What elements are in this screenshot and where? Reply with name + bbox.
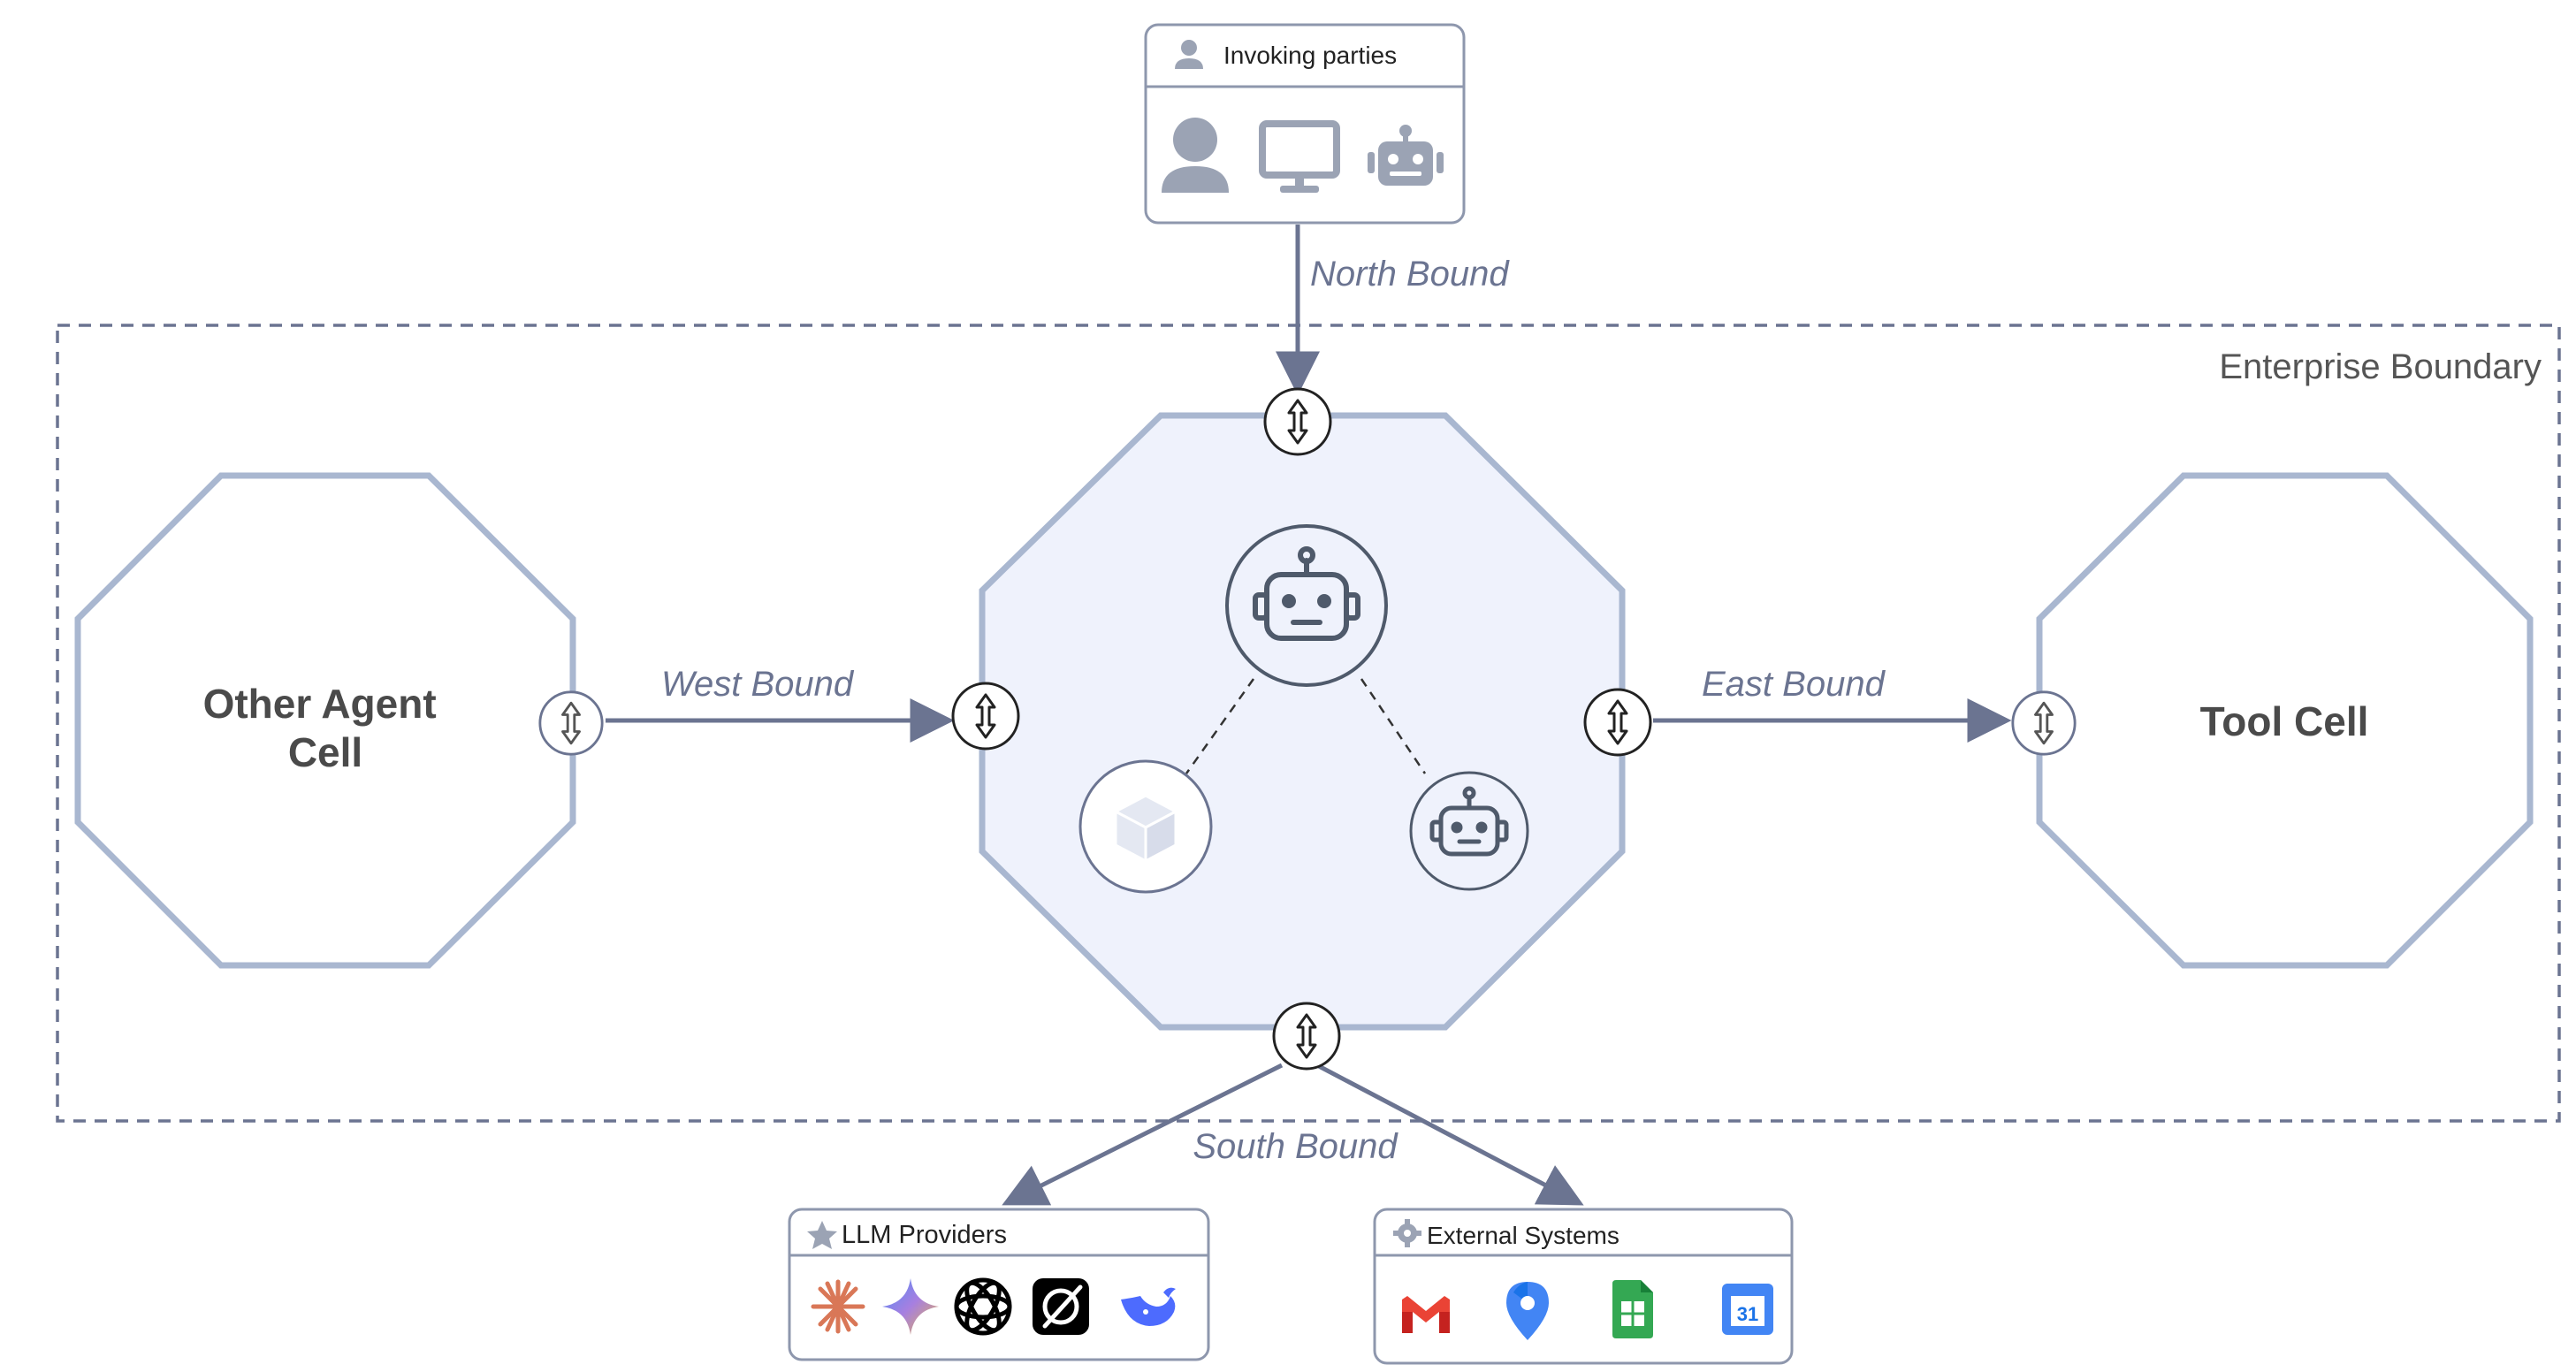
monitor-icon bbox=[1259, 120, 1340, 193]
robot-icon bbox=[1368, 125, 1444, 186]
enterprise-boundary bbox=[56, 324, 2561, 1123]
main-agent-node[interactable] bbox=[1225, 524, 1388, 687]
grok-logo bbox=[1033, 1278, 1089, 1335]
llm-providers-box[interactable]: LLM Providers bbox=[788, 1208, 1210, 1361]
port-tool-cell[interactable] bbox=[2011, 690, 2077, 756]
invoking-parties-box[interactable]: Invoking parties bbox=[1144, 23, 1466, 225]
south-bound-label: South Bound bbox=[1193, 1127, 1399, 1166]
port-south[interactable] bbox=[1272, 1002, 1341, 1071]
port-center-east[interactable] bbox=[1583, 688, 1652, 757]
sub-agent-node[interactable] bbox=[1409, 771, 1529, 891]
anthropic-logo bbox=[811, 1279, 865, 1334]
connector-right bbox=[1360, 678, 1427, 774]
robot-icon bbox=[1253, 546, 1360, 641]
google-calendar-logo: 31 bbox=[1722, 1284, 1773, 1335]
port-other-agent[interactable] bbox=[538, 690, 604, 756]
gmail-logo bbox=[1402, 1296, 1450, 1333]
tool-cell-label: Tool Cell bbox=[2200, 698, 2369, 744]
llm-providers-title: LLM Providers bbox=[842, 1221, 1007, 1249]
openai-logo bbox=[954, 1277, 1012, 1336]
center-agent-cell[interactable] bbox=[979, 412, 1626, 1031]
robot-icon bbox=[1429, 786, 1509, 857]
south-bound-arrow-left bbox=[1002, 1063, 1284, 1206]
invoking-parties-title: Invoking parties bbox=[1223, 42, 1397, 69]
other-agent-cell-label: Other Agent Cell bbox=[203, 681, 448, 775]
deepseek-logo bbox=[1121, 1287, 1176, 1326]
cube-node[interactable] bbox=[1078, 759, 1213, 894]
svg-text:31: 31 bbox=[1737, 1303, 1758, 1325]
connector-left bbox=[1185, 678, 1255, 774]
user-small-icon bbox=[1175, 40, 1203, 69]
user-icon bbox=[1162, 118, 1229, 193]
cube-icon bbox=[1114, 794, 1177, 863]
external-systems-box[interactable]: External Systems 31 bbox=[1373, 1208, 1794, 1365]
star-icon bbox=[807, 1221, 837, 1249]
external-systems-title: External Systems bbox=[1427, 1222, 1620, 1249]
other-agent-cell[interactable] bbox=[74, 472, 576, 969]
google-maps-logo bbox=[1506, 1282, 1549, 1340]
port-center-west[interactable] bbox=[951, 682, 1020, 751]
google-sheets-logo bbox=[1612, 1280, 1653, 1338]
west-bound-label: West Bound bbox=[661, 665, 855, 704]
south-bound-arrow-right bbox=[1315, 1063, 1584, 1206]
gear-icon bbox=[1393, 1219, 1421, 1247]
enterprise-boundary-label: Enterprise Boundary bbox=[2219, 347, 2542, 386]
gemini-logo bbox=[882, 1278, 939, 1335]
north-bound-label: North Bound bbox=[1310, 255, 1510, 293]
port-north[interactable] bbox=[1263, 387, 1332, 456]
east-bound-label: East Bound bbox=[1702, 665, 1886, 704]
tool-cell[interactable] bbox=[2036, 472, 2534, 969]
